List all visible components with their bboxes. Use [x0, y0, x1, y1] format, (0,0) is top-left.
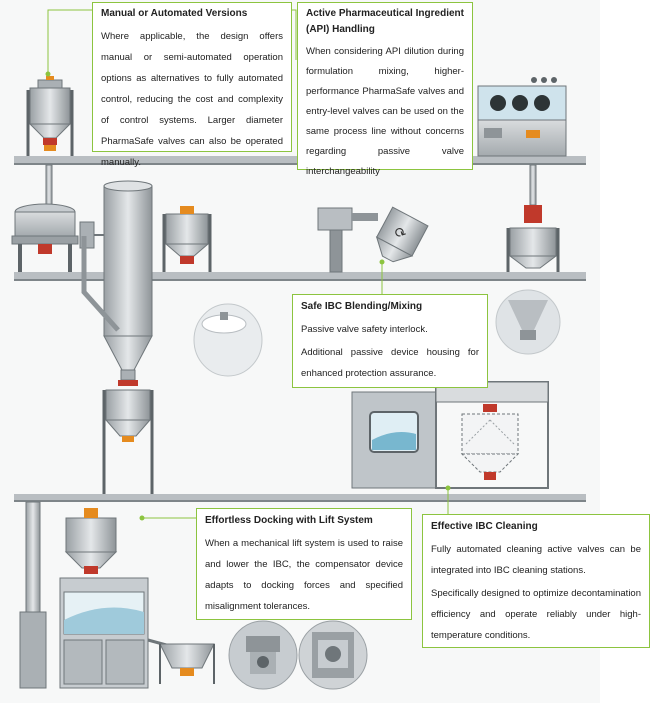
valve-cover-detail	[193, 303, 263, 377]
cleaning-station	[351, 381, 549, 489]
callout-connectors	[47, 9, 449, 524]
callout-api-handling: Active Pharmaceutical Ingredient (API) H…	[297, 2, 473, 177]
ibc-right	[506, 205, 560, 272]
ibc-middle-center	[162, 206, 212, 272]
callout-body-automated: Fully automated cleaning active valves c…	[431, 544, 641, 576]
right-transfer-pipe	[529, 164, 537, 206]
callout-body: When considering API dilution during for…	[306, 46, 464, 177]
lift-system	[19, 501, 171, 689]
ibc-under-silo	[102, 389, 154, 494]
callout-manual-automated: Manual or Automated Versions Where appli…	[92, 2, 292, 168]
callout-body-optimized: Specifically designed to optimize decont…	[431, 588, 641, 641]
callout-title: Effective IBC Cleaning	[431, 521, 538, 532]
callout-title: Active Pharmaceutical Ingredient (API) H…	[306, 8, 464, 35]
callout-body-housing: Additional passive device housing for en…	[301, 347, 479, 379]
callout-body-interlock: Passive valve safety interlock.	[301, 324, 428, 335]
docking-detail-photo-1	[228, 620, 298, 690]
callout-ibc-cleaning: Effective IBC Cleaning Fully automated c…	[422, 514, 650, 648]
callout-lift-docking: Effortless Docking with Lift System When…	[196, 508, 412, 620]
callout-ibc-blending: Safe IBC Blending/Mixing Passive valve s…	[292, 294, 488, 388]
ibc-blender: ⟳	[317, 206, 429, 273]
callout-title: Manual or Automated Versions	[101, 8, 248, 19]
transfer-pipe	[45, 164, 53, 206]
mill-station	[11, 203, 104, 272]
callout-title: Safe IBC Blending/Mixing	[301, 301, 423, 312]
lower-deck	[14, 494, 586, 502]
middle-deck	[14, 272, 586, 281]
callout-title: Effortless Docking with Lift System	[205, 515, 373, 526]
isolator-cabinet	[477, 77, 567, 157]
callout-body: When a mechanical lift system is used to…	[205, 538, 403, 612]
connector-dots	[45, 71, 451, 521]
callout-body: Where applicable, the design offers manu…	[101, 31, 283, 168]
docking-detail-photo-2	[298, 620, 368, 690]
tall-silo	[81, 180, 153, 386]
valve-interlock-detail	[495, 289, 561, 355]
ibc-bottom	[159, 643, 215, 684]
ibc-top-left	[26, 76, 74, 156]
